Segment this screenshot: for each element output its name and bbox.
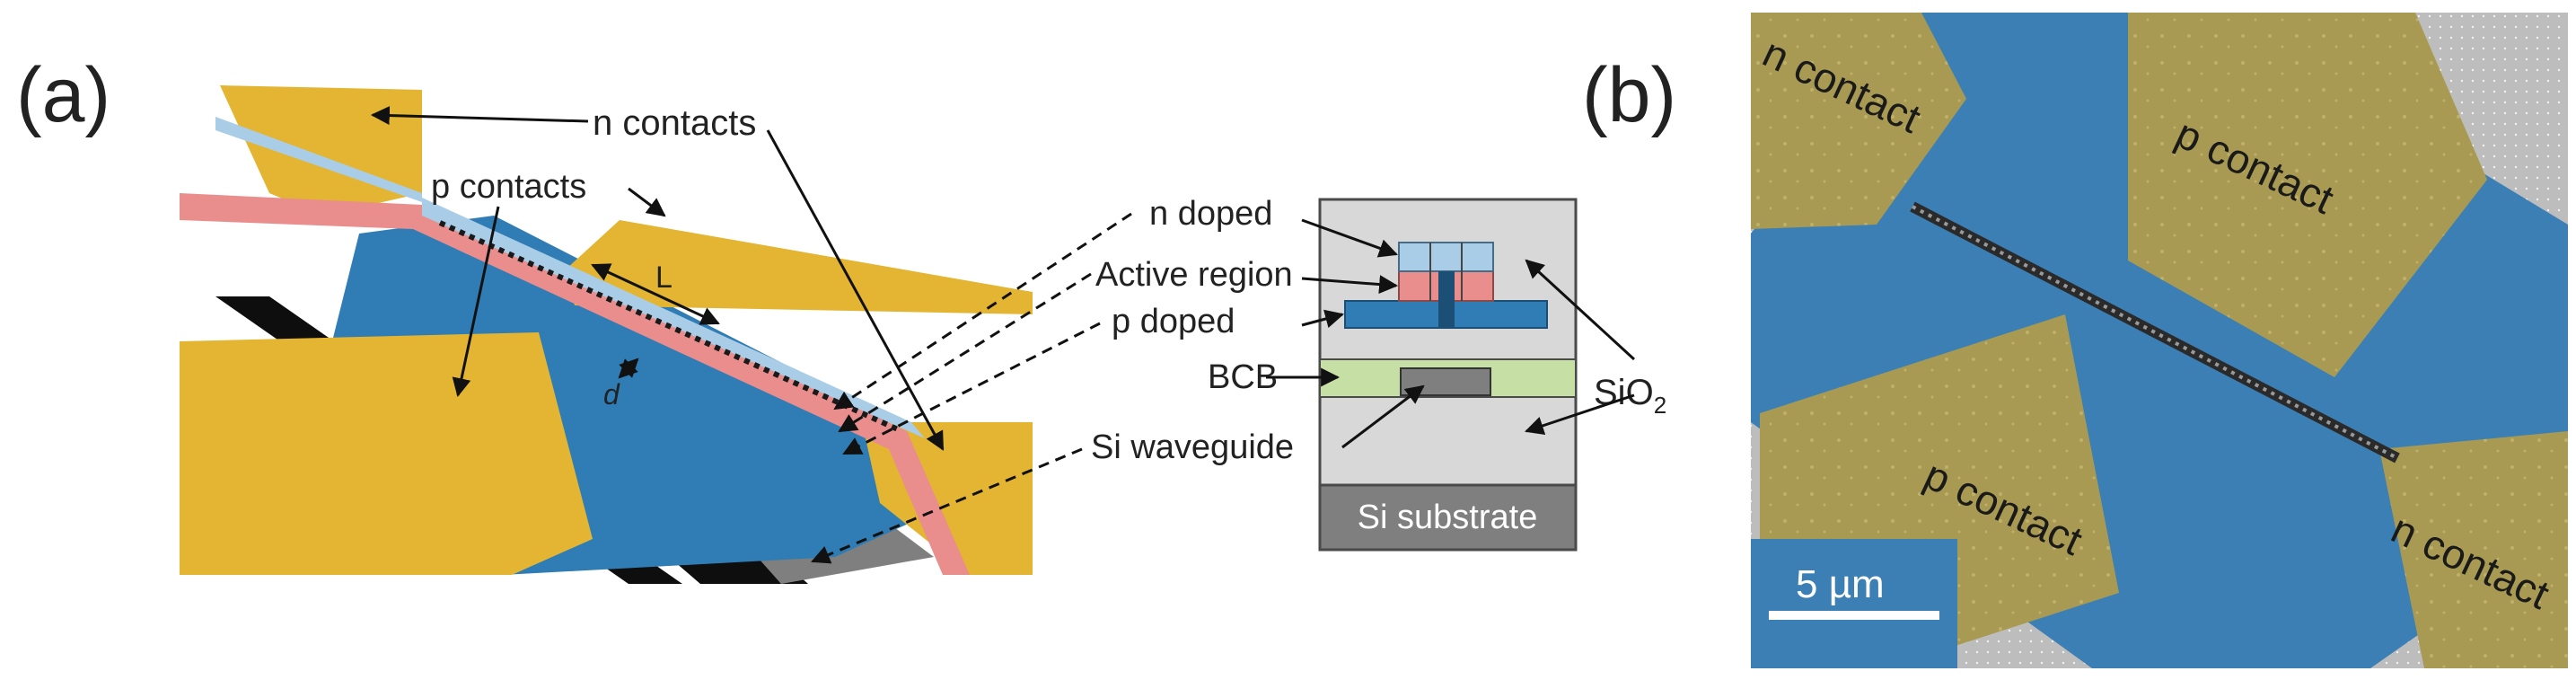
panel-b-label: (b) bbox=[1582, 52, 1676, 138]
connector-lines bbox=[811, 212, 1132, 564]
p-contact-pad-left bbox=[180, 332, 593, 575]
length-arrow bbox=[591, 263, 720, 325]
sio2-subscript: 2 bbox=[1654, 392, 1666, 419]
connector-p-doped bbox=[842, 322, 1101, 455]
p-doped-arrow bbox=[1301, 309, 1345, 329]
si-waveguide-block bbox=[1400, 367, 1491, 396]
si-substrate-label: Si substrate bbox=[1358, 499, 1538, 536]
sem-waveguide-holes bbox=[1912, 205, 2398, 460]
sem-n-contact-bottom bbox=[2379, 431, 2568, 668]
center-via bbox=[1438, 271, 1455, 328]
connector-si-waveguide bbox=[811, 447, 1083, 564]
sem-scale-area bbox=[1751, 539, 1957, 668]
connector-n-doped bbox=[833, 212, 1132, 411]
p-contacts-arrow-1 bbox=[628, 187, 666, 217]
scale-bar-label: 5 µm bbox=[1796, 562, 1885, 606]
si-substrate-block bbox=[1318, 483, 1578, 552]
photonic-crystal-holes bbox=[438, 220, 900, 432]
n-doped-arrow bbox=[1301, 218, 1398, 258]
cross-section bbox=[1318, 198, 1578, 552]
sio2-arrow-top bbox=[1525, 259, 1636, 361]
panel-a-label: (a) bbox=[16, 52, 110, 138]
scale-bar-line bbox=[1769, 611, 1939, 620]
device-arrows bbox=[370, 106, 945, 451]
distance-label: d bbox=[603, 378, 620, 411]
length-label: L bbox=[655, 261, 673, 295]
sem-p-contact-top bbox=[2128, 13, 2487, 377]
n-doped-label: n doped bbox=[1149, 195, 1272, 233]
p-doped-label: p doped bbox=[1112, 303, 1235, 340]
n-doped-block bbox=[1398, 242, 1494, 272]
device-3d-illustration bbox=[180, 85, 1033, 584]
si-waveguide-arrow bbox=[1341, 384, 1425, 449]
sem-image bbox=[1751, 13, 2568, 668]
active-region-arrow bbox=[1301, 275, 1399, 295]
n-contact-pad-top bbox=[220, 85, 422, 216]
active-region-label: Active region bbox=[1095, 256, 1293, 294]
sio2-arrow-bottom bbox=[1525, 393, 1635, 435]
n-contacts-arrow-1 bbox=[370, 106, 589, 126]
p-contacts-arrow-2 bbox=[452, 206, 500, 398]
n-contacts-label: n contacts bbox=[593, 103, 756, 143]
scale-bar: 5 µm bbox=[1769, 562, 1939, 620]
cross-section-arrows bbox=[1266, 218, 1636, 449]
connector-active bbox=[838, 272, 1092, 433]
si-waveguide-label: Si waveguide bbox=[1091, 428, 1294, 466]
distance-arrow bbox=[618, 358, 639, 379]
sem-n-contact-top bbox=[1751, 13, 1966, 229]
p-contacts-label: p contacts bbox=[431, 168, 586, 206]
n-stripe-upper bbox=[215, 117, 422, 202]
n-contacts-arrow-2 bbox=[766, 129, 945, 451]
